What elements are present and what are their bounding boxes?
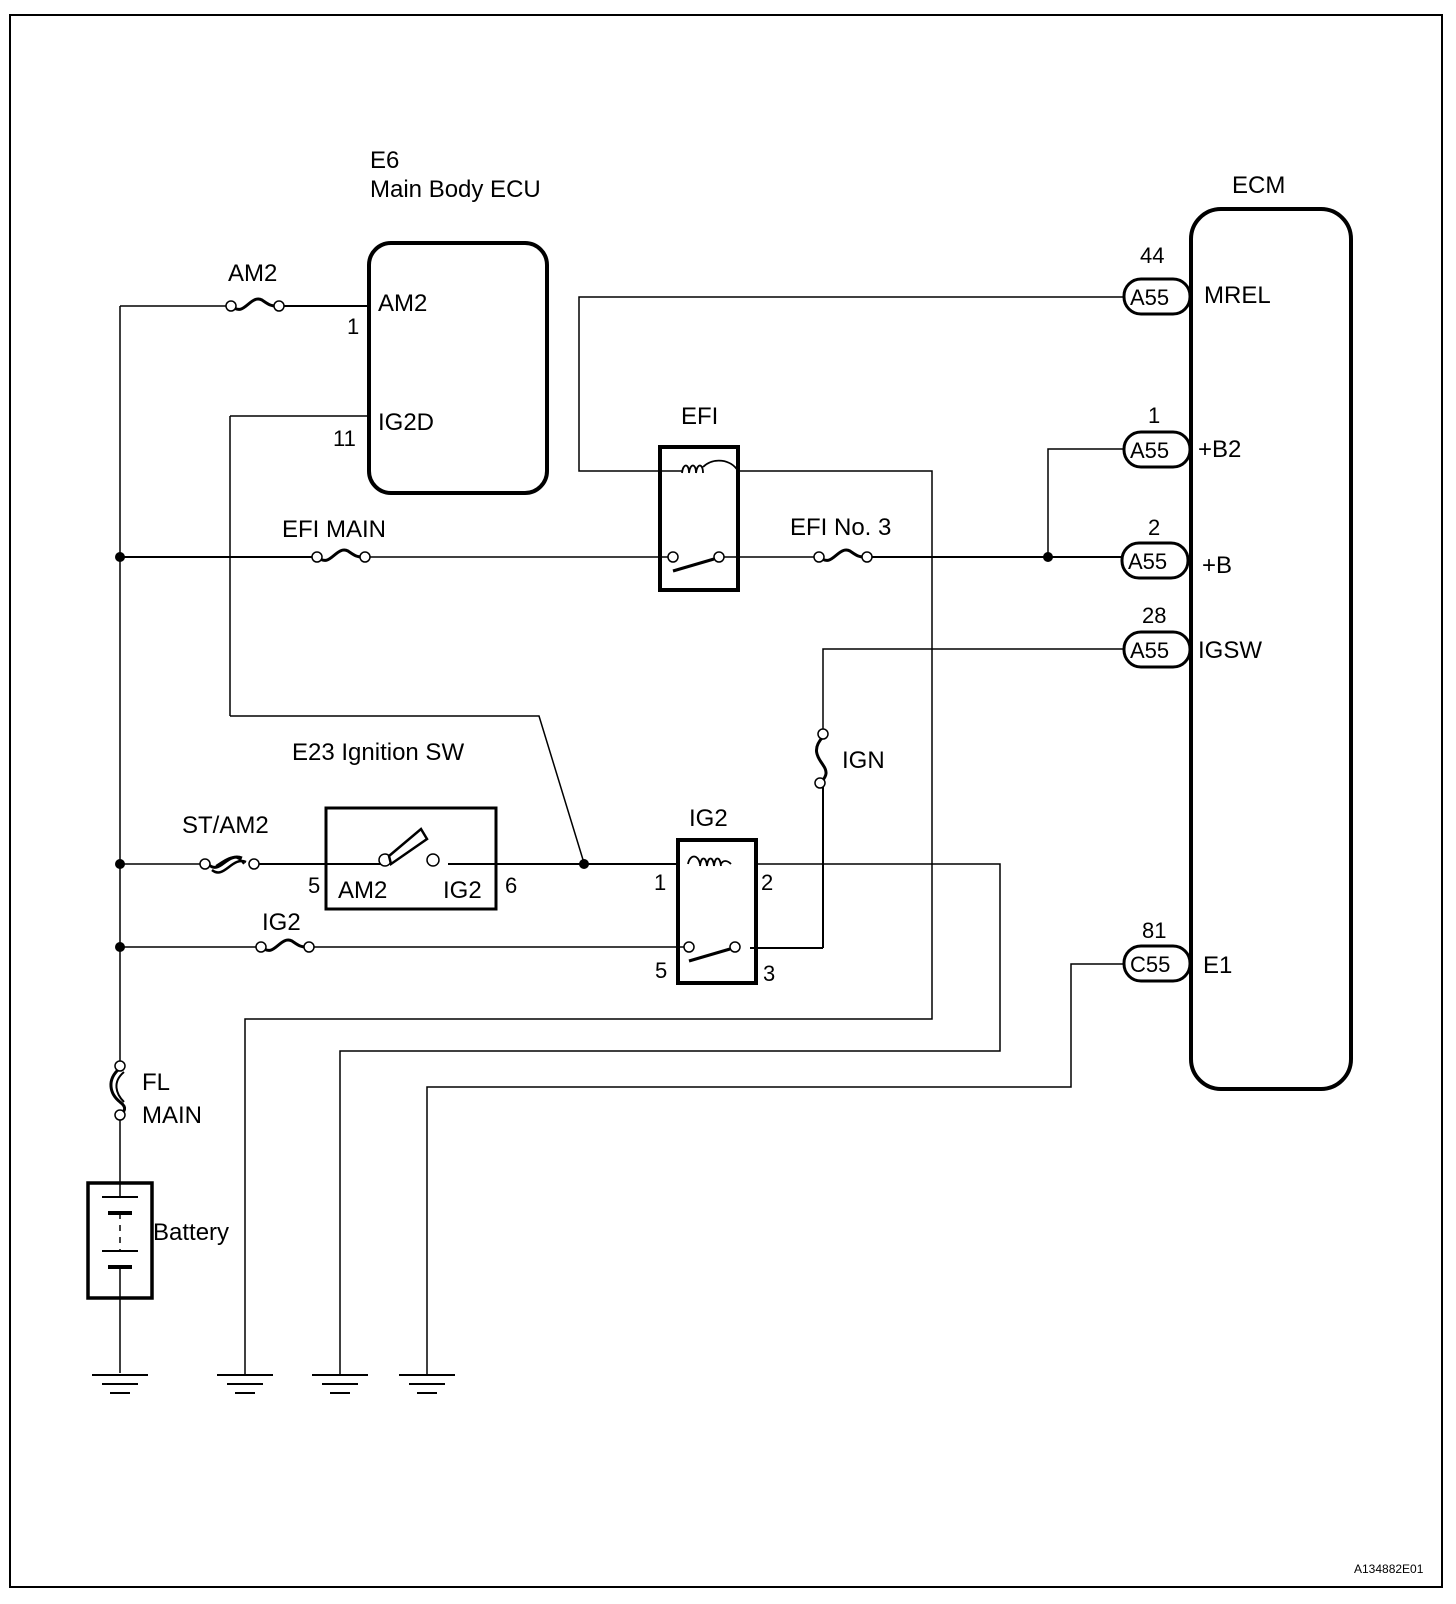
ecm-pin-mrel-num: 44: [1140, 243, 1164, 268]
ecm-pin-e1-num: 81: [1142, 918, 1166, 943]
ig2-relay-box: [676, 838, 758, 985]
ig2-relay-pin-1: 1: [654, 870, 666, 895]
fuse-ign-label: IGN: [842, 747, 885, 774]
efi-relay: EFI: [658, 403, 740, 592]
ecu-pin-am2-name: AM2: [378, 290, 427, 317]
main-body-ecu: E6 Main Body ECU AM2 1 IG2D 11: [333, 147, 549, 495]
ignition-switch-pin-5: 5: [308, 873, 320, 898]
ecu-pin-ig2d-name: IG2D: [378, 409, 434, 436]
ecm-pin-igsw-connector: A55: [1130, 638, 1169, 663]
ground-battery: [92, 1374, 148, 1394]
fuse-ig2-label: IG2: [262, 909, 301, 936]
efi-relay-box: [658, 445, 740, 592]
ignition-switch-pin-6: 6: [505, 873, 517, 898]
ecm-pin-igsw-name: IGSW: [1198, 637, 1262, 664]
fuse-fl-main-label-line2: MAIN: [142, 1102, 202, 1129]
ignition-switch: E23 Ignition SW AM2 IG2 5 6: [292, 739, 517, 911]
ig2-relay-label: IG2: [689, 805, 728, 832]
ig2-relay: IG2 1 2 5 3: [654, 805, 775, 986]
switch-contact-icon: [672, 557, 715, 573]
ig2-relay-pin-2: 2: [761, 870, 773, 895]
ecm-pin-mrel-connector: A55: [1130, 285, 1169, 310]
fuse-am2-label: AM2: [228, 260, 277, 287]
fuse-efi-no3: EFI No. 3: [790, 514, 891, 563]
wires: [119, 296, 1124, 1375]
ecm-pin-b2-num: 1: [1148, 403, 1160, 428]
junction-dot: [579, 859, 589, 869]
ignition-switch-contact-am2: AM2: [338, 877, 387, 904]
main-body-ecu-ref: E6: [370, 147, 399, 174]
ecm-pin-b-connector: A55: [1128, 549, 1167, 574]
ig2-relay-pin-3: 3: [763, 961, 775, 986]
fuse-efi-main: EFI MAIN: [282, 516, 386, 563]
ecm-pin-b-name: +B: [1202, 552, 1232, 579]
ecm-name: ECM: [1232, 172, 1285, 199]
fuse-am2: AM2: [225, 260, 285, 312]
connector-a55-b: [1120, 541, 1190, 580]
junction-dot: [1043, 552, 1053, 562]
ecm-pin-mrel-name: MREL: [1204, 282, 1271, 309]
fuse-efi-no3-label: EFI No. 3: [790, 514, 891, 541]
fuse-fl-main-label-line1: FL: [142, 1069, 170, 1096]
ecm-pin-b2-name: +B2: [1198, 436, 1241, 463]
battery-label: Battery: [153, 1219, 229, 1246]
ecm-pin-igsw-num: 28: [1142, 603, 1166, 628]
battery: Battery: [86, 1181, 229, 1300]
ecm-pin-b-num: 2: [1148, 515, 1160, 540]
main-body-ecu-name: Main Body ECU: [370, 176, 541, 203]
junction-dot: [115, 552, 125, 562]
switch-lever-icon: [387, 827, 429, 867]
ignition-switch-box: [324, 806, 498, 911]
fuse-st-am2: ST/AM2: [182, 812, 269, 874]
fuse-ig2: IG2: [255, 909, 315, 953]
fuse-ign: IGN: [814, 728, 885, 789]
junctions: [115, 552, 1053, 952]
ground-ig2: [312, 1374, 368, 1394]
ecu-pin-am2-num: 1: [347, 314, 359, 339]
ignition-switch-label: E23 Ignition SW: [292, 739, 464, 766]
ecm-pin-e1-name: E1: [1203, 952, 1232, 979]
ecm-pin-e1-connector: C55: [1130, 952, 1170, 977]
ecm-pin-b2-connector: A55: [1130, 438, 1169, 463]
coil-icon: [681, 459, 739, 474]
ignition-switch-contact-ig2: IG2: [443, 877, 482, 904]
junction-dot: [115, 859, 125, 869]
figure-id: A134882E01: [1354, 1562, 1424, 1576]
ig2-relay-pin-5: 5: [655, 958, 667, 983]
fuse-fl-main: FL MAIN: [109, 1060, 202, 1129]
ecu-pin-ig2d-num: 11: [333, 426, 356, 451]
main-body-ecu-box: [367, 241, 549, 495]
ecm: ECM 44 A55 MREL 1 A55 +B2 2 A55 +B 28 A5…: [1120, 172, 1353, 1091]
efi-relay-label: EFI: [681, 403, 718, 430]
fuse-st-am2-label: ST/AM2: [182, 812, 269, 839]
switch-contact-icon: [688, 947, 731, 963]
fuse-efi-main-label: EFI MAIN: [282, 516, 386, 543]
ground-efi: [217, 1374, 273, 1394]
junction-dot: [115, 942, 125, 952]
coil-icon: [687, 855, 732, 867]
ground-e1: [399, 1374, 455, 1394]
diagram-frame: [9, 14, 1443, 1588]
